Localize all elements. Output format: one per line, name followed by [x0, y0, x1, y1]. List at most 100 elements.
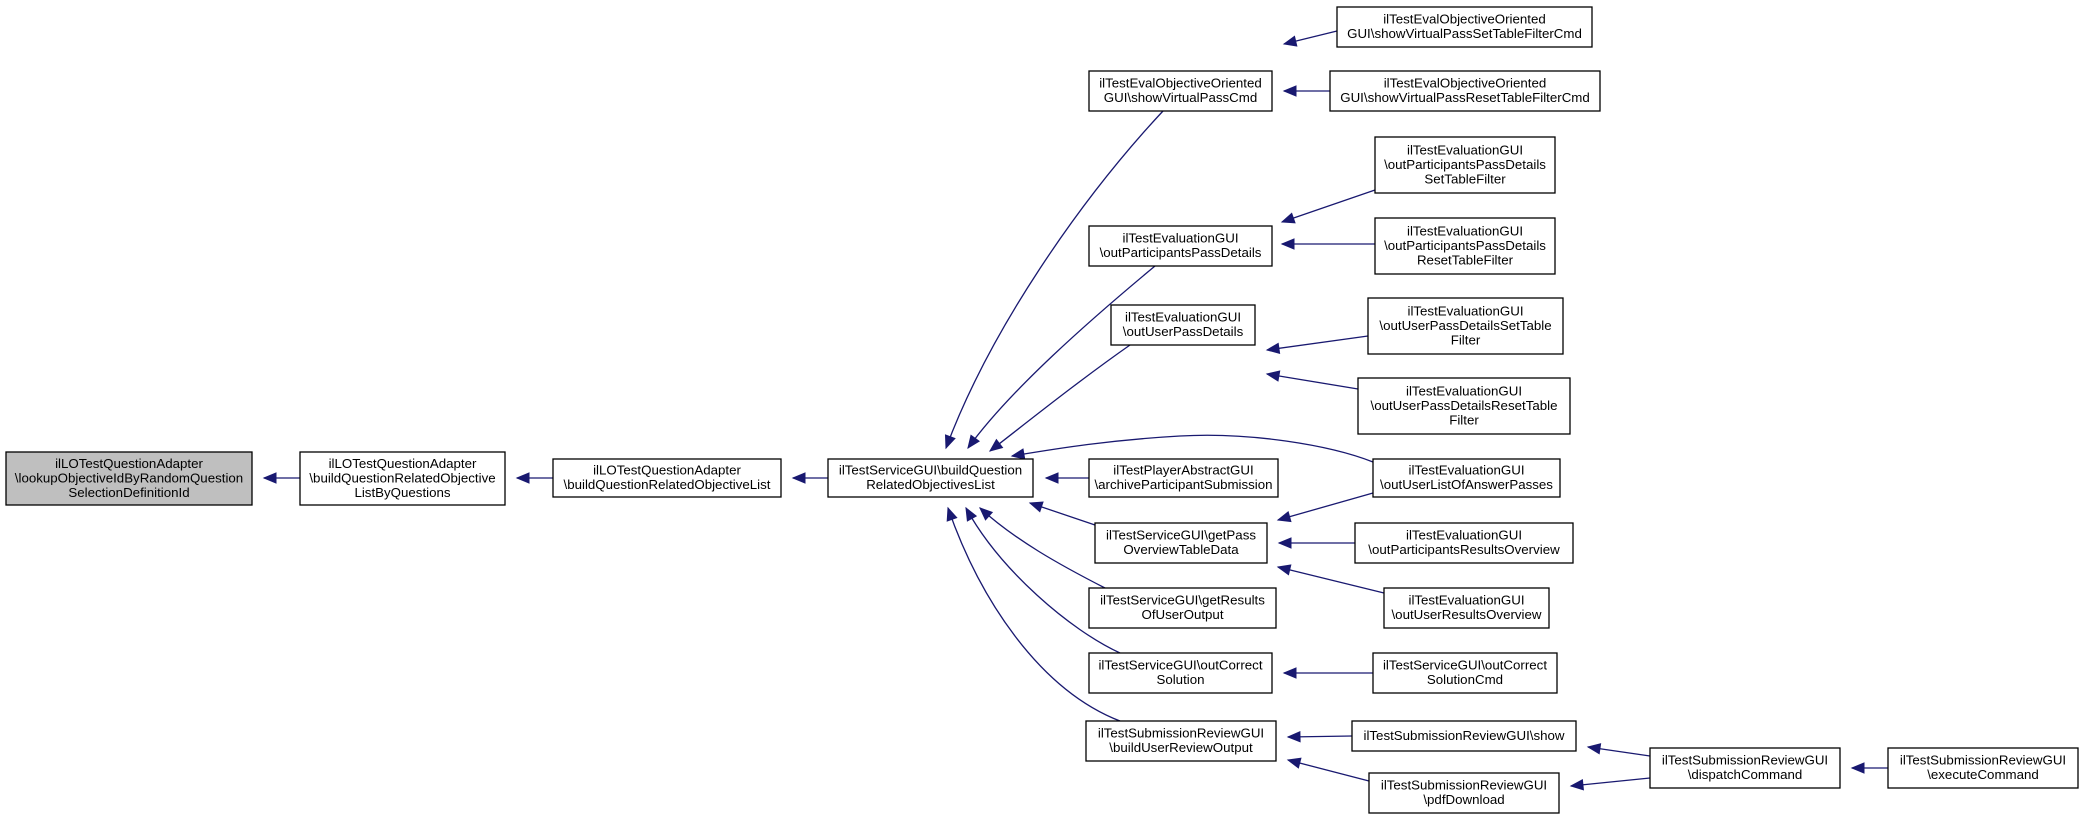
node-label-line: ilTestEvaluationGUI: [1408, 593, 1524, 608]
arrowhead-icon: [1044, 472, 1059, 484]
node-label-line: ilTestSubmissionReviewGUI: [1662, 753, 1828, 768]
node-label-line: ilTestEvaluationGUI: [1122, 231, 1238, 246]
arrowhead-icon: [1280, 238, 1295, 250]
node-label-line: ilTestServiceGUI\getResults: [1100, 593, 1265, 608]
arrowhead-icon: [262, 472, 277, 484]
arrowhead-icon: [1586, 743, 1602, 755]
node-box: [1110, 304, 1256, 346]
node-box: [1649, 747, 1841, 789]
node-box: [1372, 458, 1561, 498]
graph-node-n5[interactable]: ilTestEvalObjectiveOrientedGUI\showVirtu…: [1336, 6, 1593, 48]
edge-n11-to-n10: [1265, 335, 1369, 354]
node-box: [1357, 377, 1571, 435]
arrowhead-icon: [1277, 537, 1292, 549]
edge-line: [1287, 759, 1370, 782]
edge-n21-to-n3: [946, 506, 1121, 722]
graph-node-n24[interactable]: ilTestSubmissionReviewGUI\dispatchComman…: [1649, 747, 1841, 789]
graph-node-n11[interactable]: ilTestEvaluationGUI\outUserPassDetailsSe…: [1367, 297, 1564, 355]
graph-node-n8[interactable]: ilTestEvaluationGUI\outParticipantsPassD…: [1374, 136, 1556, 194]
arrowhead-icon: [1265, 342, 1281, 354]
node-label-line: Filter: [1451, 332, 1481, 347]
edge-line: [979, 507, 1106, 589]
graph-node-n13[interactable]: ilTestPlayerAbstractGUI\archiveParticipa…: [1088, 458, 1279, 498]
graph-node-n23[interactable]: ilTestSubmissionReviewGUI\pdfDownload: [1368, 772, 1560, 814]
node-box: [1372, 652, 1558, 694]
graph-node-n0[interactable]: ilLOTestQuestionAdapter\lookupObjectiveI…: [5, 451, 253, 506]
arrowhead-icon: [1276, 511, 1292, 523]
graph-node-n22[interactable]: ilTestSubmissionReviewGUI\show: [1351, 720, 1577, 752]
node-label-line: ilTestEvaluationGUI: [1407, 303, 1523, 318]
graph-node-n1[interactable]: ilLOTestQuestionAdapter\buildQuestionRel…: [299, 451, 506, 506]
node-label-line: ListByQuestions: [354, 485, 450, 500]
arrowhead-icon: [1282, 85, 1297, 97]
node-box: [1354, 522, 1574, 564]
arrowhead-icon: [791, 472, 806, 484]
node-label-line: OfUserOutput: [1141, 607, 1223, 622]
edge-n9-to-n7: [1280, 238, 1375, 250]
edge-line: [989, 344, 1131, 452]
graph-node-n12[interactable]: ilTestEvaluationGUI\outUserPassDetailsRe…: [1357, 377, 1571, 435]
node-label-line: SelectionDefinitionId: [68, 485, 189, 500]
node-label-line: \dispatchCommand: [1688, 767, 1803, 782]
edge-n17-to-n15: [1276, 564, 1385, 594]
node-box: [299, 451, 506, 506]
node-label-line: \lookupObjectiveIdByRandomQuestion: [15, 470, 243, 485]
node-box: [1374, 217, 1556, 275]
graph-node-n16[interactable]: ilTestEvaluationGUI\outParticipantsResul…: [1354, 522, 1574, 564]
node-label-line: \buildUserReviewOutput: [1109, 740, 1253, 755]
node-label-line: ilLOTestQuestionAdapter: [329, 456, 477, 471]
node-label-line: \outUserListOfAnswerPasses: [1380, 477, 1553, 492]
node-label-line: ilTestEvaluationGUI: [1406, 383, 1522, 398]
edge-line: [947, 507, 1121, 722]
graph-node-n10[interactable]: ilTestEvaluationGUI\outUserPassDetails: [1110, 304, 1256, 346]
node-label-line: Solution: [1156, 672, 1204, 687]
node-box: [1088, 458, 1279, 498]
edge-line: [1277, 566, 1385, 594]
edge-n3-to-n2: [791, 472, 828, 484]
graph-node-n17[interactable]: ilTestEvaluationGUI\outUserResultsOvervi…: [1383, 587, 1550, 629]
graph-node-n14[interactable]: ilTestEvaluationGUI\outUserListOfAnswerP…: [1372, 458, 1561, 498]
node-label-line: ilLOTestQuestionAdapter: [593, 463, 741, 478]
graph-node-n4[interactable]: ilTestEvalObjectiveOrientedGUI\showVirtu…: [1088, 70, 1273, 112]
node-label-line: ilTestEvaluationGUI: [1407, 142, 1523, 157]
edge-n23-to-n21: [1286, 757, 1370, 782]
edge-line: [1011, 434, 1374, 463]
node-label-line: \outUserPassDetailsSetTable: [1379, 318, 1551, 333]
arrowhead-icon: [967, 434, 980, 450]
node-label-line: \executeCommand: [1927, 767, 2039, 782]
graph-node-n3[interactable]: ilTestServiceGUI\buildQuestionRelatedObj…: [827, 458, 1034, 498]
graph-node-n6[interactable]: ilTestEvalObjectiveOrientedGUI\showVirtu…: [1329, 70, 1601, 112]
graph-node-n21[interactable]: ilTestSubmissionReviewGUI\buildUserRevie…: [1085, 720, 1277, 762]
node-label-line: ilTestEvalObjectiveOriented: [1099, 76, 1262, 91]
edge-line: [945, 110, 1164, 449]
node-label-line: ilTestSubmissionReviewGUI: [1381, 778, 1547, 793]
node-box: [1887, 747, 2079, 789]
node-label-line: SetTableFilter: [1424, 171, 1506, 186]
node-box: [1368, 772, 1560, 814]
edge-n4-to-n3: [944, 110, 1164, 450]
node-box: [1367, 297, 1564, 355]
graph-node-n7[interactable]: ilTestEvaluationGUI\outParticipantsPassD…: [1088, 225, 1273, 267]
edge-n7-to-n3: [967, 265, 1156, 450]
node-label-line: ilTestSubmissionReviewGUI: [1900, 753, 2066, 768]
node-label-line: GUI\showVirtualPassSetTableFilterCmd: [1347, 26, 1582, 41]
arrowhead-icon: [515, 472, 530, 484]
graph-node-n9[interactable]: ilTestEvaluationGUI\outParticipantsPassD…: [1374, 217, 1556, 275]
arrowhead-icon: [979, 507, 994, 521]
edge-n22-to-n21: [1286, 731, 1353, 743]
graph-node-n25[interactable]: ilTestSubmissionReviewGUI\executeCommand: [1887, 747, 2079, 789]
graph-node-n2[interactable]: ilLOTestQuestionAdapter\buildQuestionRel…: [552, 458, 782, 498]
arrowhead-icon: [965, 506, 978, 522]
edge-line: [1266, 335, 1369, 351]
node-label-line: \outUserPassDetailsResetTable: [1371, 398, 1558, 413]
node-label-line: \outParticipantsPassDetails: [1384, 157, 1546, 172]
node-label-line: \archiveParticipantSubmission: [1094, 477, 1272, 492]
node-label-line: ilTestServiceGUI\outCorrect: [1383, 658, 1547, 673]
node-label-line: \outUserPassDetails: [1123, 324, 1244, 339]
edge-line: [965, 507, 1121, 654]
graph-node-n15[interactable]: ilTestServiceGUI\getPassOverviewTableDat…: [1094, 522, 1268, 564]
